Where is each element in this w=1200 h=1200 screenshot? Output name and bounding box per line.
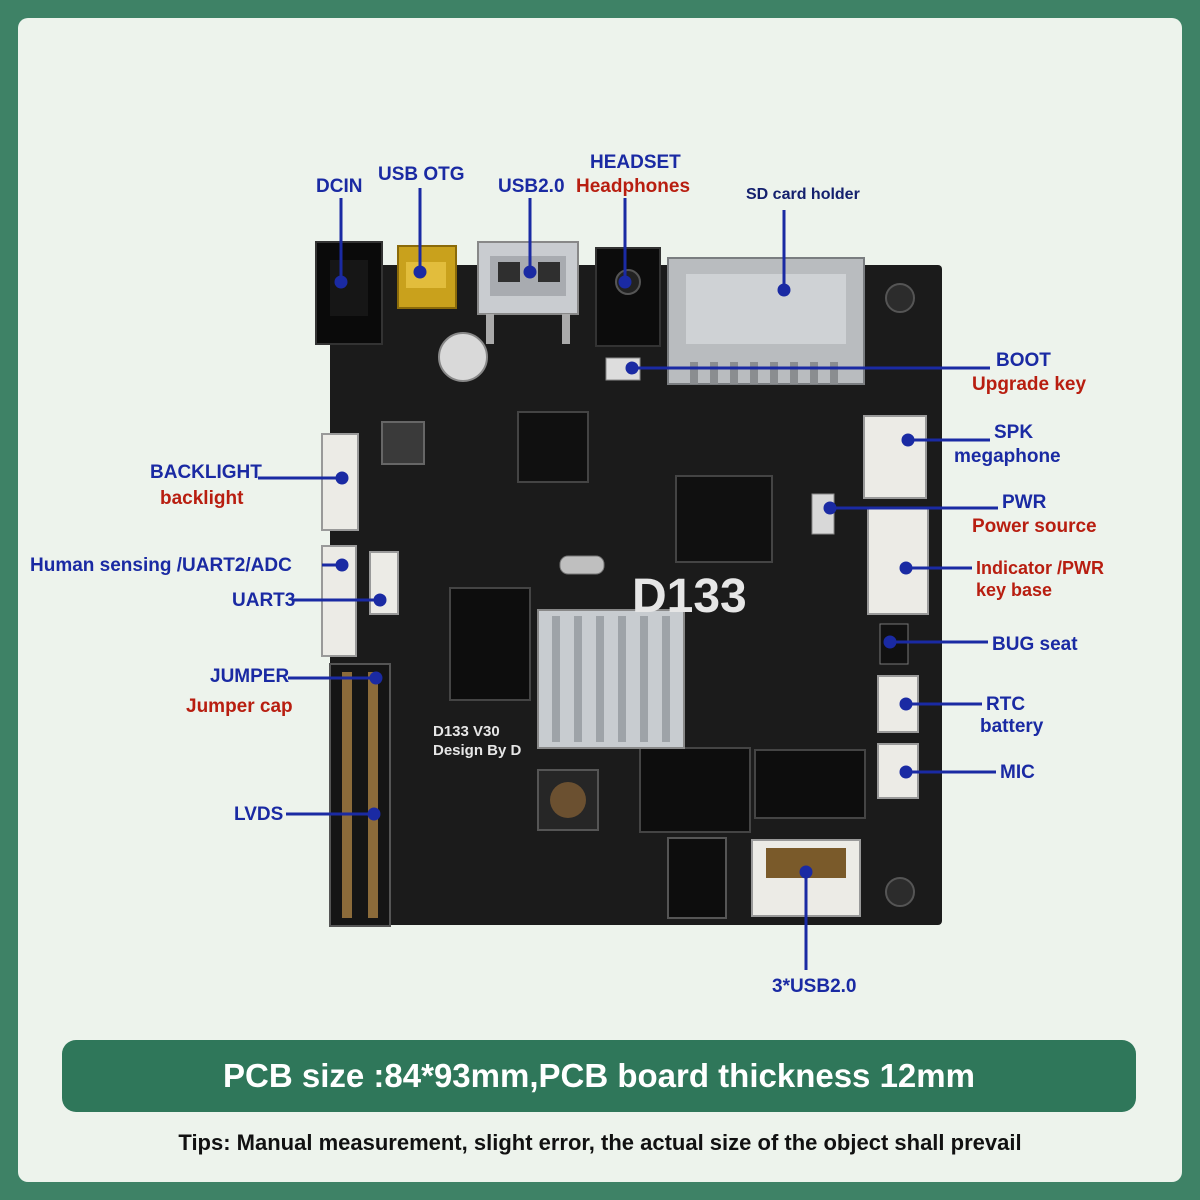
label-indicator-line2: key base bbox=[976, 580, 1053, 600]
ic-chip bbox=[667, 837, 727, 919]
ic-chip bbox=[517, 411, 589, 483]
electrolytic-capacitor bbox=[438, 332, 488, 382]
silkscreen-design: Design By D bbox=[433, 742, 522, 759]
silkscreen-big: D133 bbox=[632, 570, 747, 623]
label-dcin: DCIN bbox=[316, 176, 363, 197]
spk-connector bbox=[863, 415, 927, 499]
label-usb2: USB2.0 bbox=[498, 176, 565, 197]
tips-text: Tips: Manual measurement, slight error, … bbox=[178, 1130, 1022, 1155]
label-spk: SPK bbox=[994, 422, 1034, 443]
label-mic: MIC bbox=[1000, 762, 1035, 783]
label-battery: battery bbox=[980, 716, 1044, 737]
label-power-source: Power source bbox=[972, 516, 1097, 537]
label-indicator-line1: Indicator /PWR bbox=[976, 558, 1105, 578]
ram-chip bbox=[639, 747, 751, 833]
headset-jack bbox=[595, 247, 661, 347]
label-backlight-lc: backlight bbox=[160, 488, 244, 509]
label-uart3: UART3 bbox=[232, 590, 296, 611]
mounting-hole bbox=[885, 877, 915, 907]
label-sd-card: SD card holder bbox=[746, 186, 860, 203]
silkscreen-model: D133 V30 bbox=[433, 723, 500, 740]
label-rtc: RTC bbox=[986, 694, 1026, 715]
label-megaphone: megaphone bbox=[954, 446, 1061, 467]
main-cpu bbox=[675, 475, 773, 563]
lvds-header bbox=[329, 663, 391, 927]
inductor bbox=[381, 421, 425, 465]
label-usb-3x: 3*USB2.0 bbox=[772, 976, 857, 997]
pwr-connector bbox=[867, 507, 929, 615]
label-human-sensing: Human sensing /UART2/ADC bbox=[30, 555, 292, 576]
crystal bbox=[559, 555, 605, 575]
label-usb-otg: USB OTG bbox=[378, 164, 465, 185]
label-pwr: PWR bbox=[1002, 492, 1047, 513]
label-upgrade-key: Upgrade key bbox=[972, 374, 1087, 395]
label-lvds: LVDS bbox=[234, 804, 284, 825]
label-headphones: Headphones bbox=[576, 176, 691, 197]
label-headset: HEADSET bbox=[590, 152, 681, 173]
label-backlight-en: BACKLIGHT bbox=[150, 462, 262, 483]
mounting-hole bbox=[885, 283, 915, 313]
ic-chip bbox=[754, 749, 866, 819]
flash-chip bbox=[449, 587, 531, 701]
label-boot: BOOT bbox=[996, 350, 1051, 371]
label-jumper-cap: Jumper cap bbox=[186, 696, 293, 717]
label-jumper: JUMPER bbox=[210, 666, 290, 687]
heatsink bbox=[537, 609, 685, 749]
pcb-size-banner: PCB size :84*93mm,PCB board thickness 12… bbox=[62, 1040, 1136, 1112]
label-bug-seat: BUG seat bbox=[992, 634, 1078, 655]
